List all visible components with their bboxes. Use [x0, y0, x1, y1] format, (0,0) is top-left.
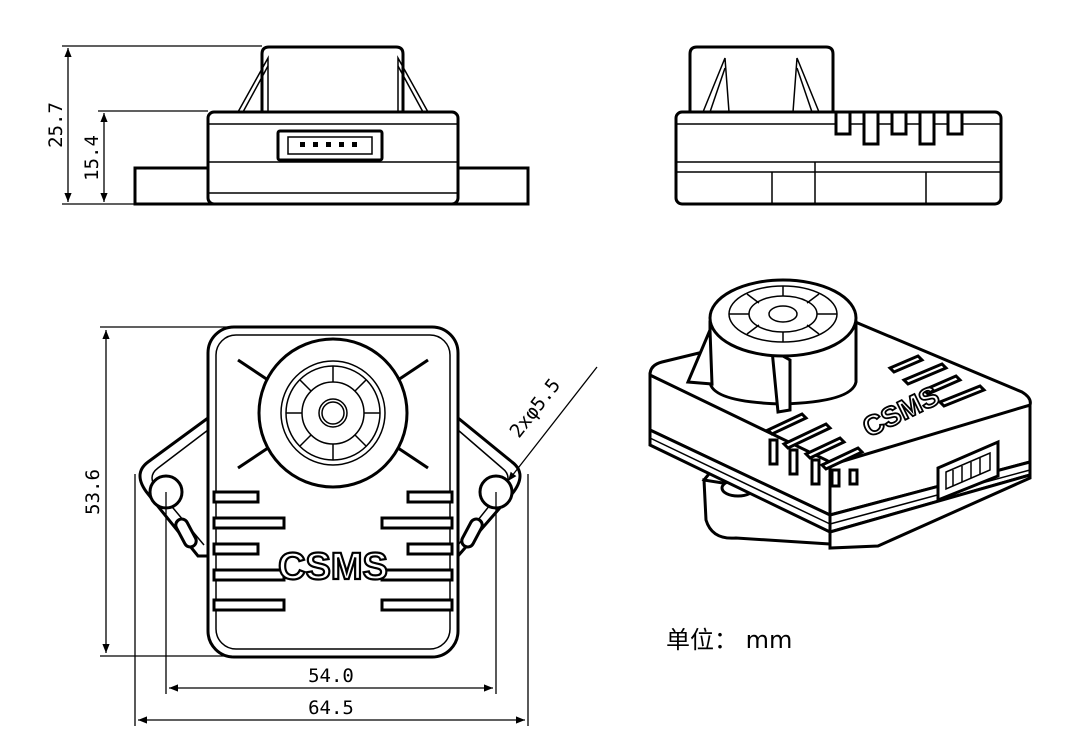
isometric-view: CSMS [648, 278, 1032, 550]
unit-label: 单位： mm [666, 626, 792, 654]
top-view: CSMS [138, 325, 522, 659]
height-dimensions: 25.7 15.4 [45, 45, 262, 205]
front-view [133, 45, 530, 206]
side-view [674, 45, 1003, 206]
dim-hole-spec: 2xφ5.5 [505, 374, 565, 442]
dim-body-height: 15.4 [81, 135, 103, 181]
dim-depth: 53.6 [82, 469, 104, 515]
dim-total-height: 25.7 [45, 102, 67, 148]
dim-total-width: 64.5 [308, 697, 354, 719]
dim-hole-spacing: 54.0 [308, 665, 354, 687]
logo-text: CSMS [278, 546, 388, 588]
